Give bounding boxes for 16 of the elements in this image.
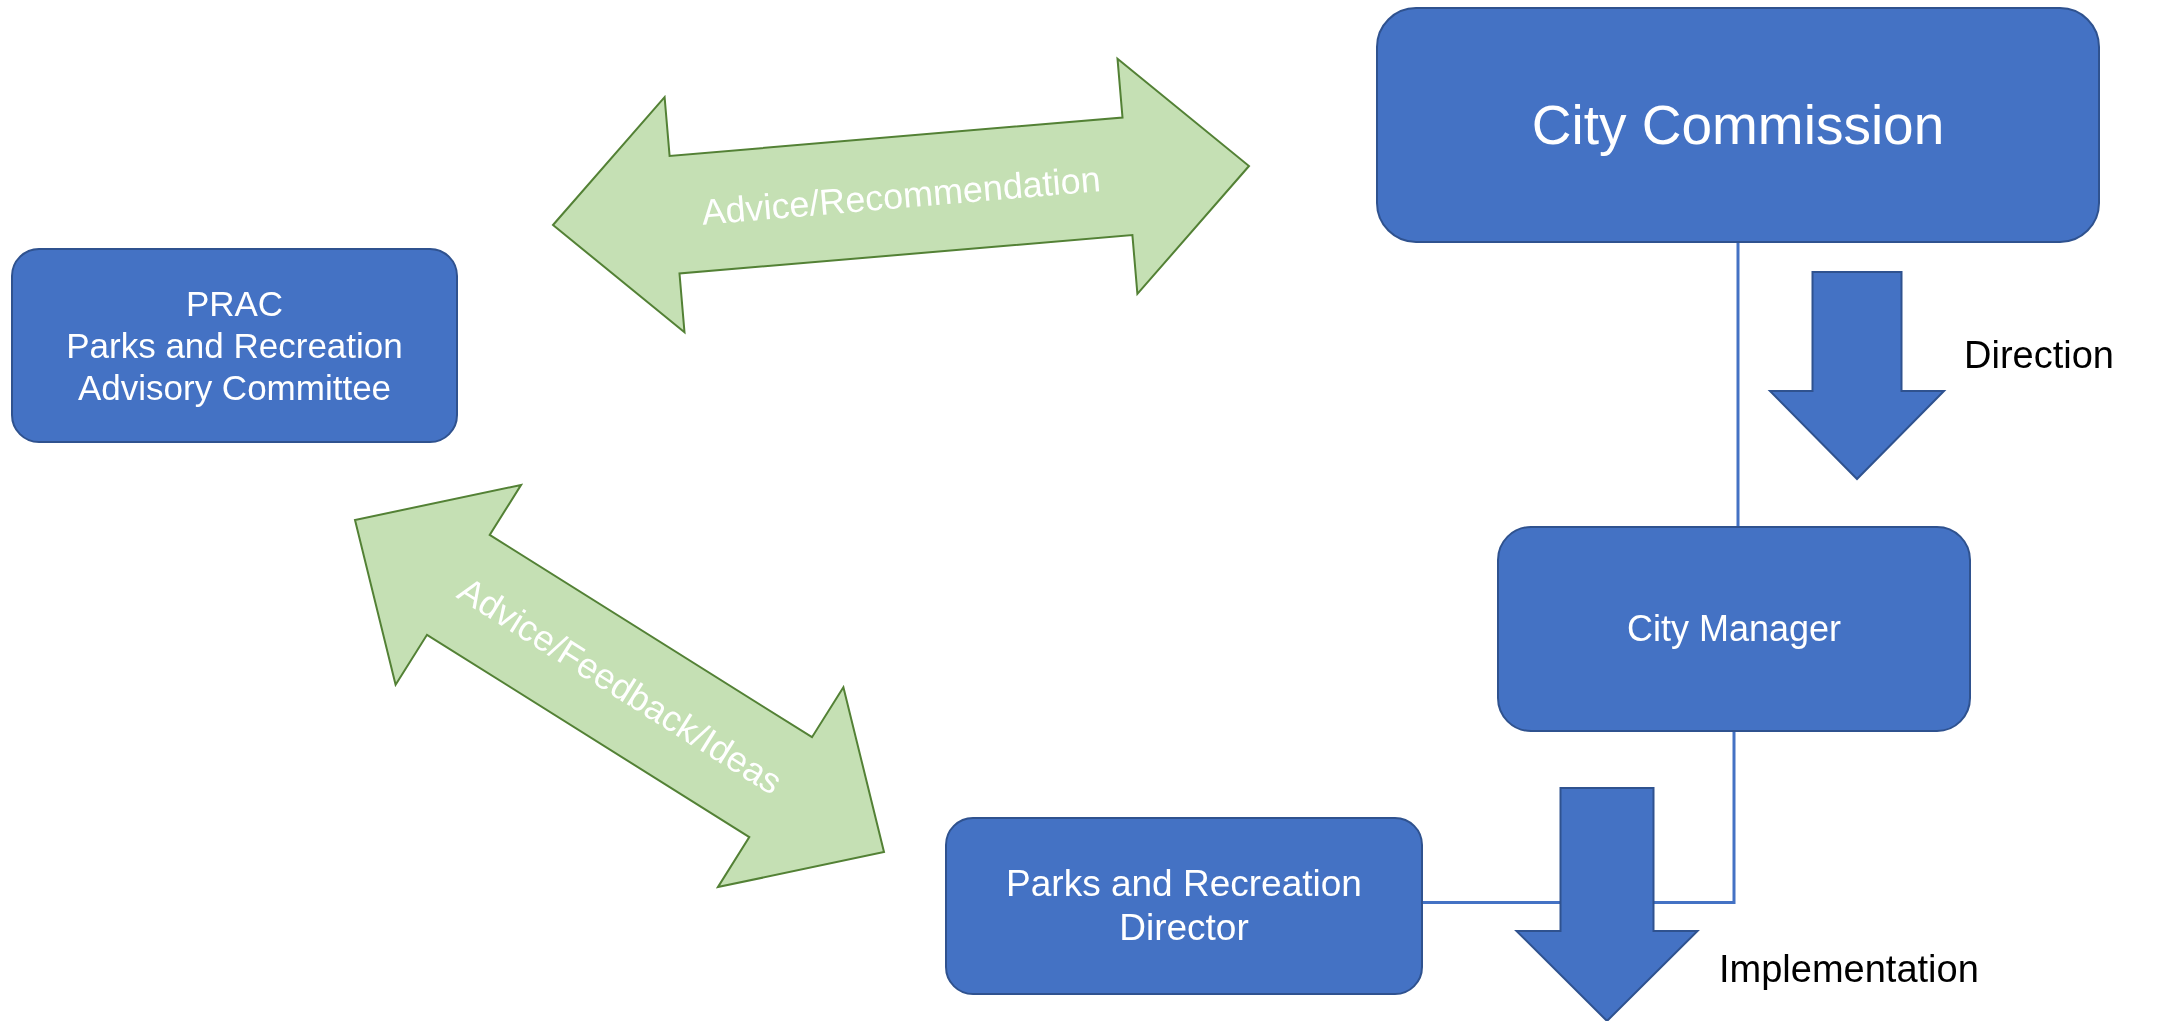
rounded-box: [1497, 526, 1971, 732]
edge-label: Advice/Recommendation: [699, 157, 1103, 234]
block-arrow: [1767, 271, 1947, 481]
rounded-box: [1376, 7, 2100, 243]
block-arrow: [551, 56, 1251, 335]
node-text: City Commission: [1531, 93, 1945, 158]
rounded-box: [945, 817, 1423, 995]
node-text: Parks and Recreation Advisory Committee: [65, 324, 404, 409]
connector-line: [1736, 243, 1740, 526]
node-text: PRAC: [185, 282, 284, 325]
edge-label: Direction: [1964, 334, 2114, 377]
node-text: City Manager: [1626, 607, 1842, 651]
block-arrow: [353, 483, 886, 889]
node-text: Parks and Recreation Director: [1005, 861, 1363, 950]
rounded-box: [11, 248, 458, 443]
arrow-label: Implementation: [1719, 948, 1979, 991]
